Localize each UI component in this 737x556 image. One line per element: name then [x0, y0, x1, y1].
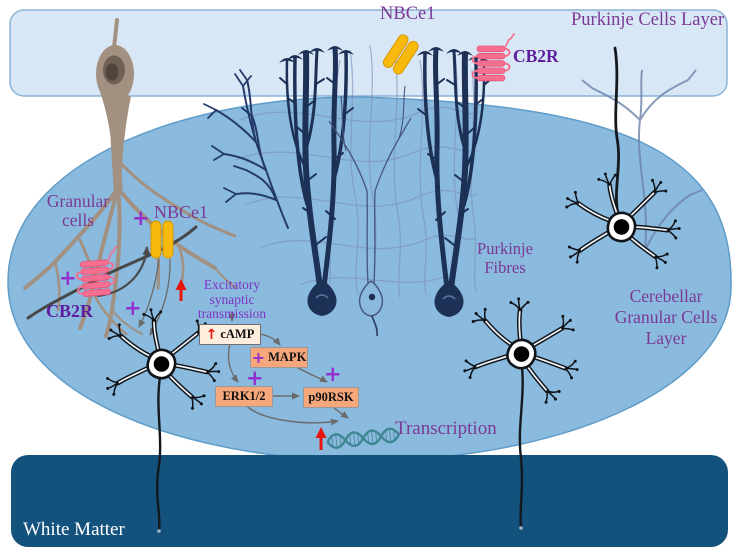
right-light-dendrites [581, 69, 703, 251]
label-transcription: Transcription [395, 418, 497, 439]
label-excitatory-transmission: Excitatory synaptic transmission [197, 277, 267, 321]
label-cb2r-top: CB2R [513, 46, 559, 66]
bergmann-glia-cell [23, 18, 237, 338]
label-purkinje-fibres: Purkinje Fibres [477, 239, 533, 277]
erk-label: ERK1/2 [222, 389, 266, 403]
plus-nbce1-left: + [132, 206, 150, 230]
plus-cb2r-upper: + [59, 266, 77, 290]
red-up-arrow-camp: ↑ [205, 326, 218, 343]
p90rsk-box: p90RSK [303, 387, 359, 408]
p90rsk-label: p90RSK [308, 390, 354, 404]
label-purkinje-cells-layer: Purkinje Cells Layer [571, 10, 725, 30]
camp-label: cAMP [220, 327, 255, 341]
white-matter-band [11, 455, 728, 547]
label-nbce1-top: NBCe1 [380, 4, 436, 24]
label-cerebellar-granular-layer: Cerebellar Granular Cells Layer [614, 286, 718, 348]
axon-terminal-dot [519, 526, 523, 530]
purkinje-cell-outline [328, 85, 412, 337]
label-nbce1-left: NBCe1 [154, 202, 208, 222]
label-granular-cells: Granular cells [46, 191, 110, 230]
label-white-matter: White Matter [23, 519, 125, 540]
mapk-label: MAPK [268, 350, 307, 364]
plus-p90rsk: + [324, 362, 342, 386]
plus-mapk: + [251, 347, 266, 367]
purkinje-layer-band [9, 9, 728, 97]
label-cb2r-left: CB2R [46, 301, 94, 321]
camp-box: ↑ cAMP [199, 324, 261, 345]
plus-cb2r-lower: + [124, 296, 142, 320]
red-up-arrow-excitatory [175, 279, 187, 301]
mapk-box: + MAPK [250, 347, 308, 368]
red-up-arrow-transcription [315, 427, 327, 450]
dendrite-bush [203, 69, 289, 229]
plus-erk: + [246, 366, 264, 390]
granule-axons [155, 46, 620, 532]
axon-terminal-dot [157, 529, 161, 533]
erk-box: ERK1/2 [215, 386, 273, 407]
